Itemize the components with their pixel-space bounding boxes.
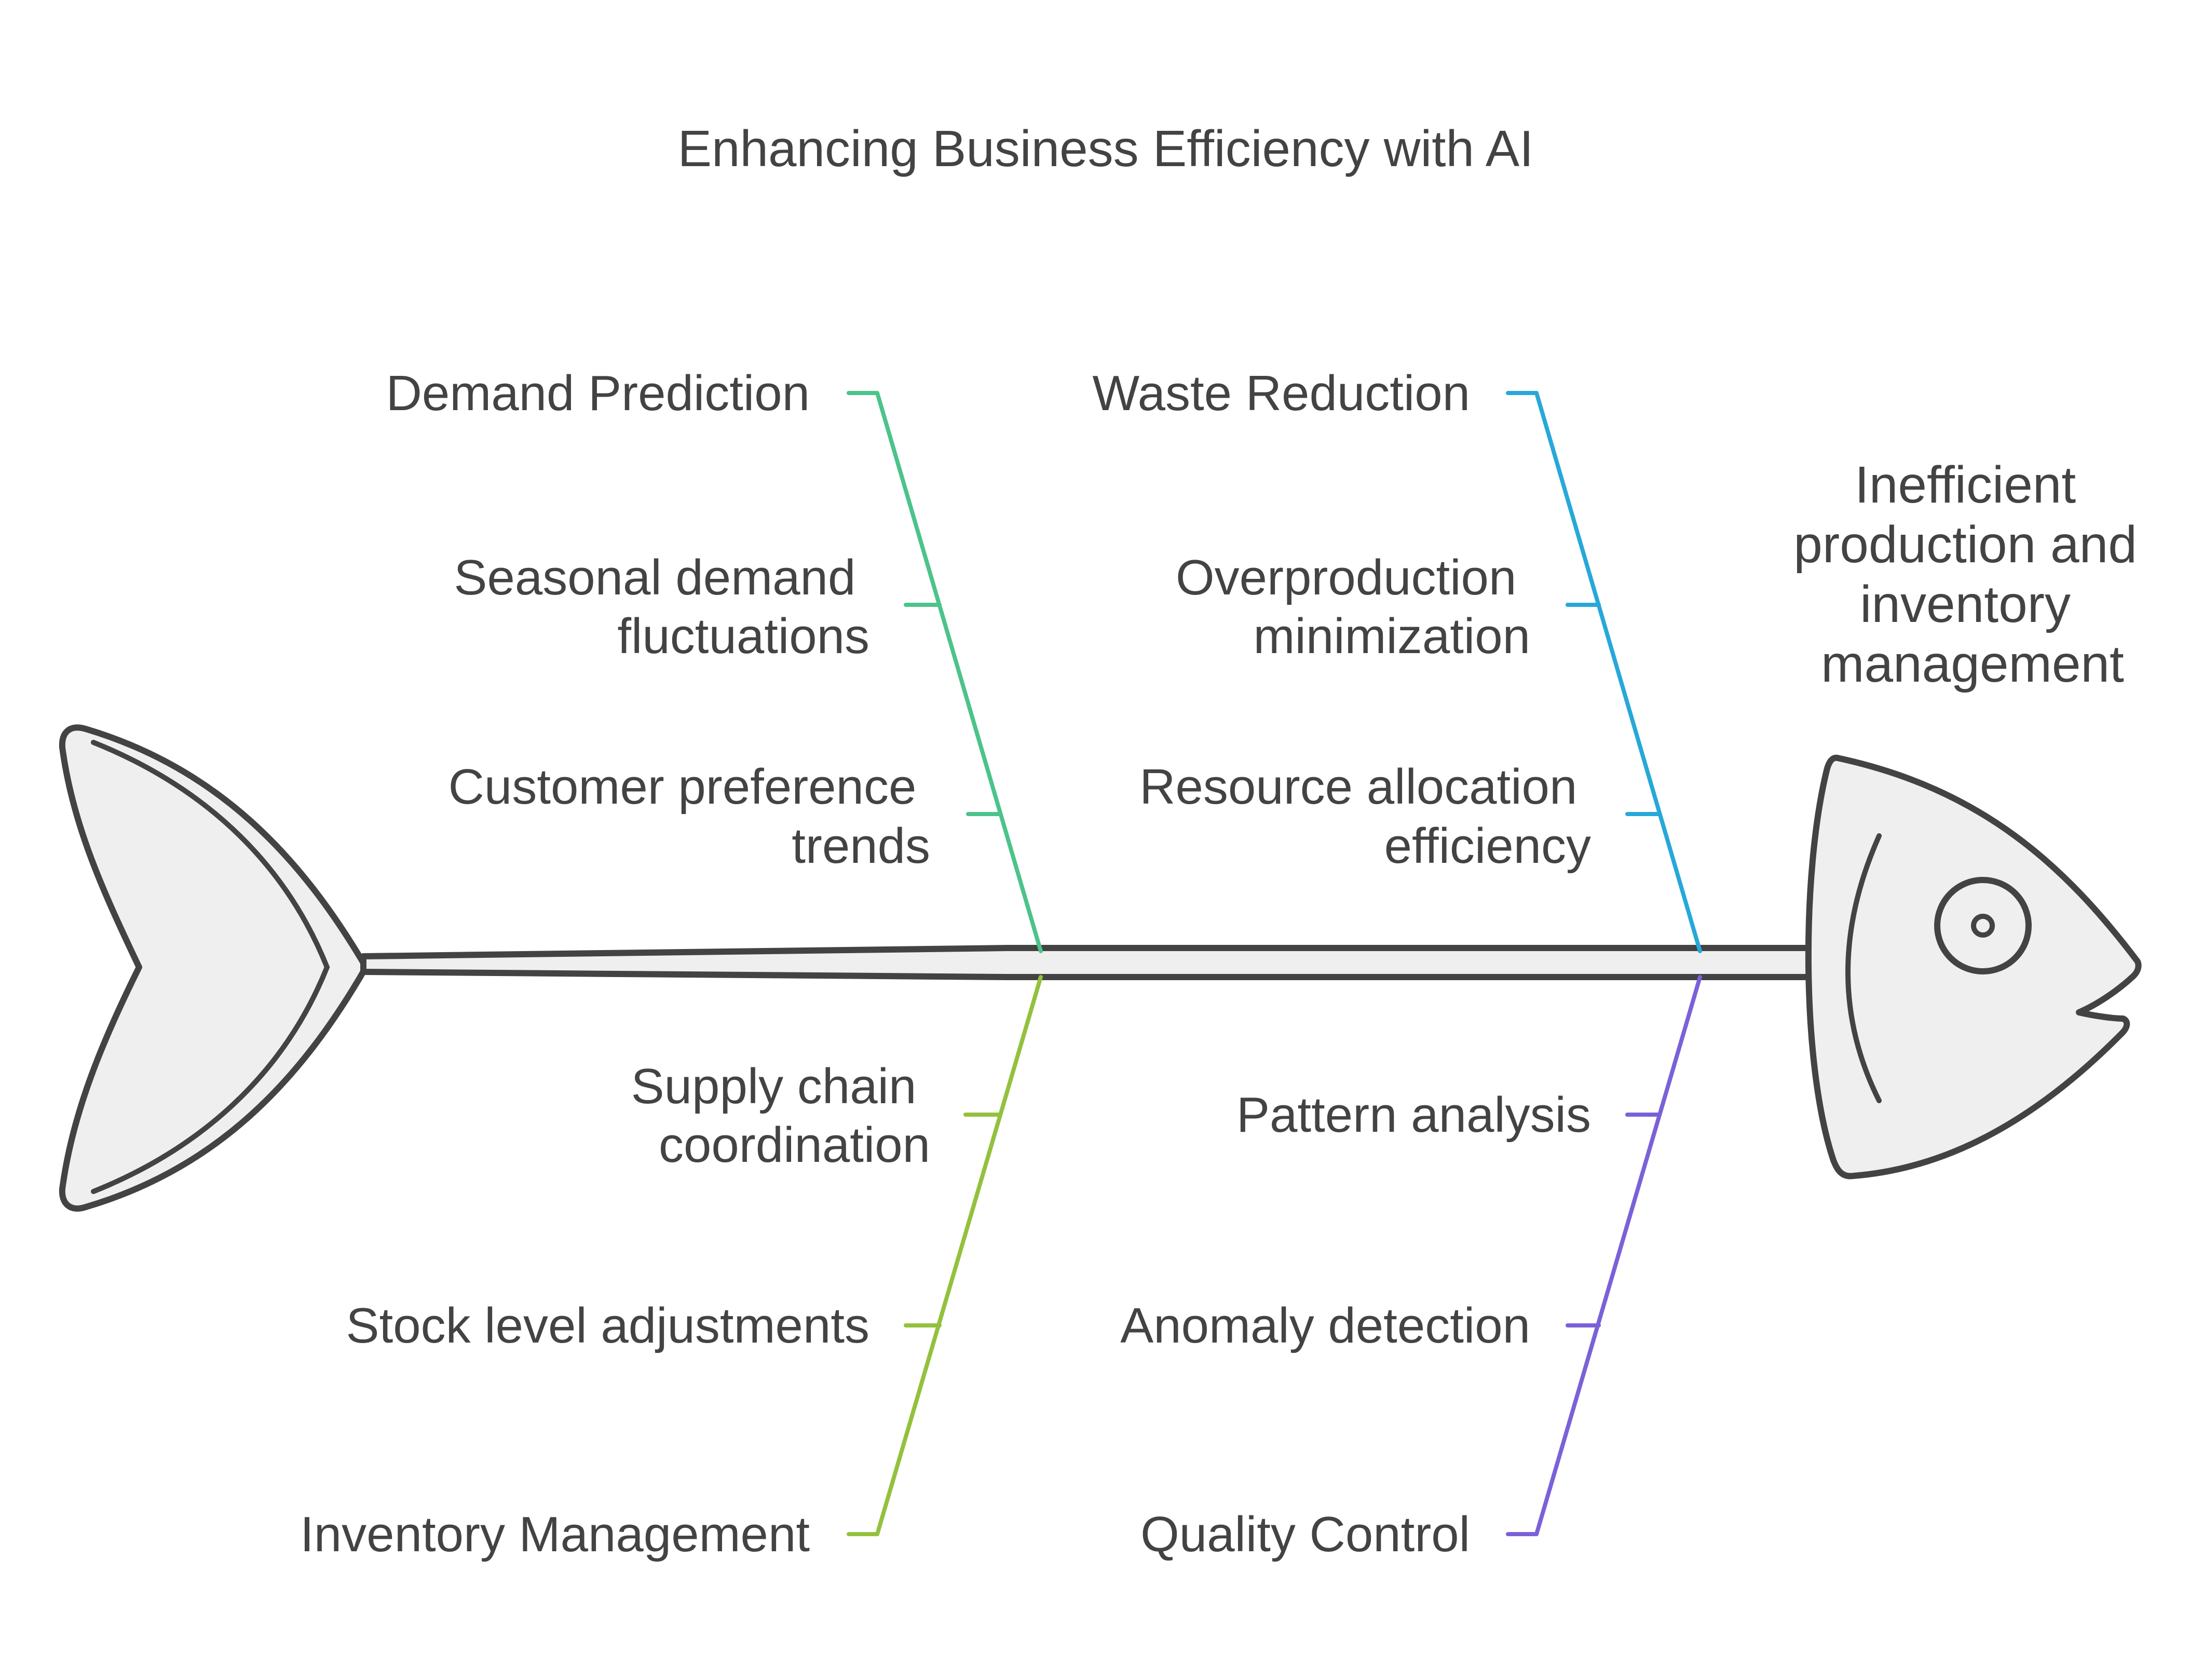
fish-spine [360,945,1823,980]
bone-inventory-management: Inventory Management Supply chain coordi… [300,975,1043,1562]
bone-quality-control: Quality Control Pattern analysis Anomaly… [1120,975,1702,1562]
bone-demand-prediction: Demand Prediction Seasonal demand fluctu… [386,365,1043,953]
bone-waste-reduction: Waste Reduction Overproduction minimizat… [1093,365,1702,953]
bone-line [847,975,1043,1536]
bone-line [1506,391,1702,953]
category-label: Inventory Management [300,1507,810,1562]
problem-statement: Inefficient production and inventory man… [1793,456,2151,693]
cause-label: Resource allocation efficiency [1139,759,1591,874]
fish-tail [59,724,369,1212]
category-label: Quality Control [1140,1507,1470,1562]
bone-line [1506,975,1702,1536]
category-label: Waste Reduction [1093,365,1470,421]
fish-pupil [1971,914,1995,938]
fish-head [1805,754,2142,1180]
cause-label: Supply chain coordination [631,1059,930,1173]
diagram-title: Enhancing Business Efficiency with AI [678,120,1534,177]
cause-label: Stock level adjustments [346,1298,869,1353]
bone-line [847,391,1043,953]
cause-label: Anomaly detection [1120,1298,1530,1353]
problem-line: production and [1793,516,2137,574]
cause-label: Overproduction minimization [1176,550,1530,664]
problem-line: Inefficient [1855,456,2076,514]
problem-line: management [1821,635,2124,693]
cause-label: Pattern analysis [1236,1087,1591,1143]
cause-label: Seasonal demand fluctuations [454,550,869,664]
category-label: Demand Prediction [386,365,810,421]
cause-label: Customer preference trends [448,759,930,874]
problem-line: inventory [1860,575,2071,633]
fish-eye [1934,877,2032,974]
